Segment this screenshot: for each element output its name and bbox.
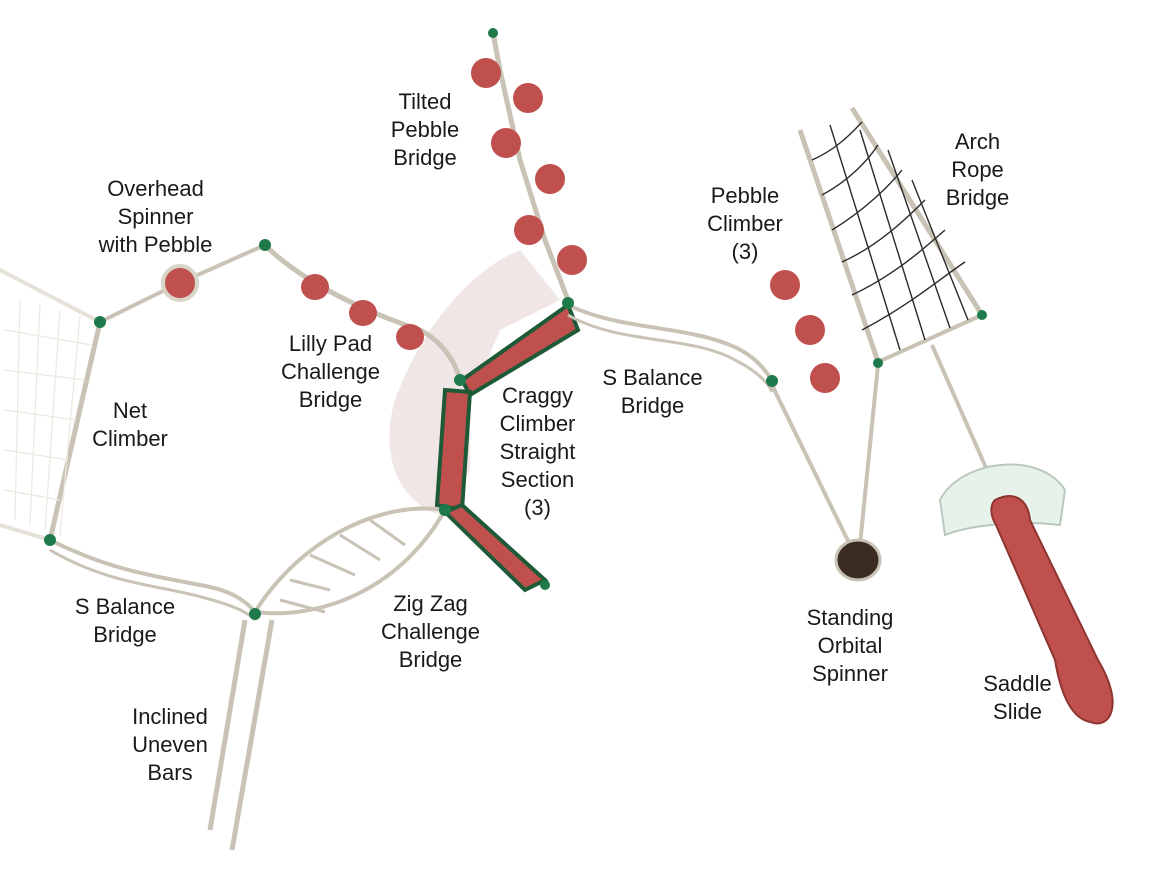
arch-rope-bridge — [797, 106, 985, 364]
zig-zag-bridge — [253, 506, 447, 616]
tilted-pebble-pebbles — [471, 58, 587, 275]
overhead-spinner-pebble — [161, 264, 199, 302]
s-balance-bridge-left — [49, 538, 257, 614]
saddle-slide — [930, 344, 1114, 725]
net-climber-mesh — [4, 299, 93, 536]
inclined-uneven-bars — [207, 619, 275, 851]
craggy-climber-sections — [434, 301, 581, 593]
tilted-pebble-bridge-rail — [490, 32, 571, 301]
orbital-spinner-base — [834, 538, 882, 582]
s-balance-bridge-right — [567, 303, 774, 382]
lilly-pad-pebbles — [301, 274, 424, 350]
standing-orbital-spinner — [770, 364, 880, 546]
frame-connectors — [44, 28, 987, 620]
lilly-pad-bridge-rail — [263, 243, 463, 381]
pebble-climber-pebbles — [770, 270, 840, 393]
net-climber — [0, 268, 103, 543]
